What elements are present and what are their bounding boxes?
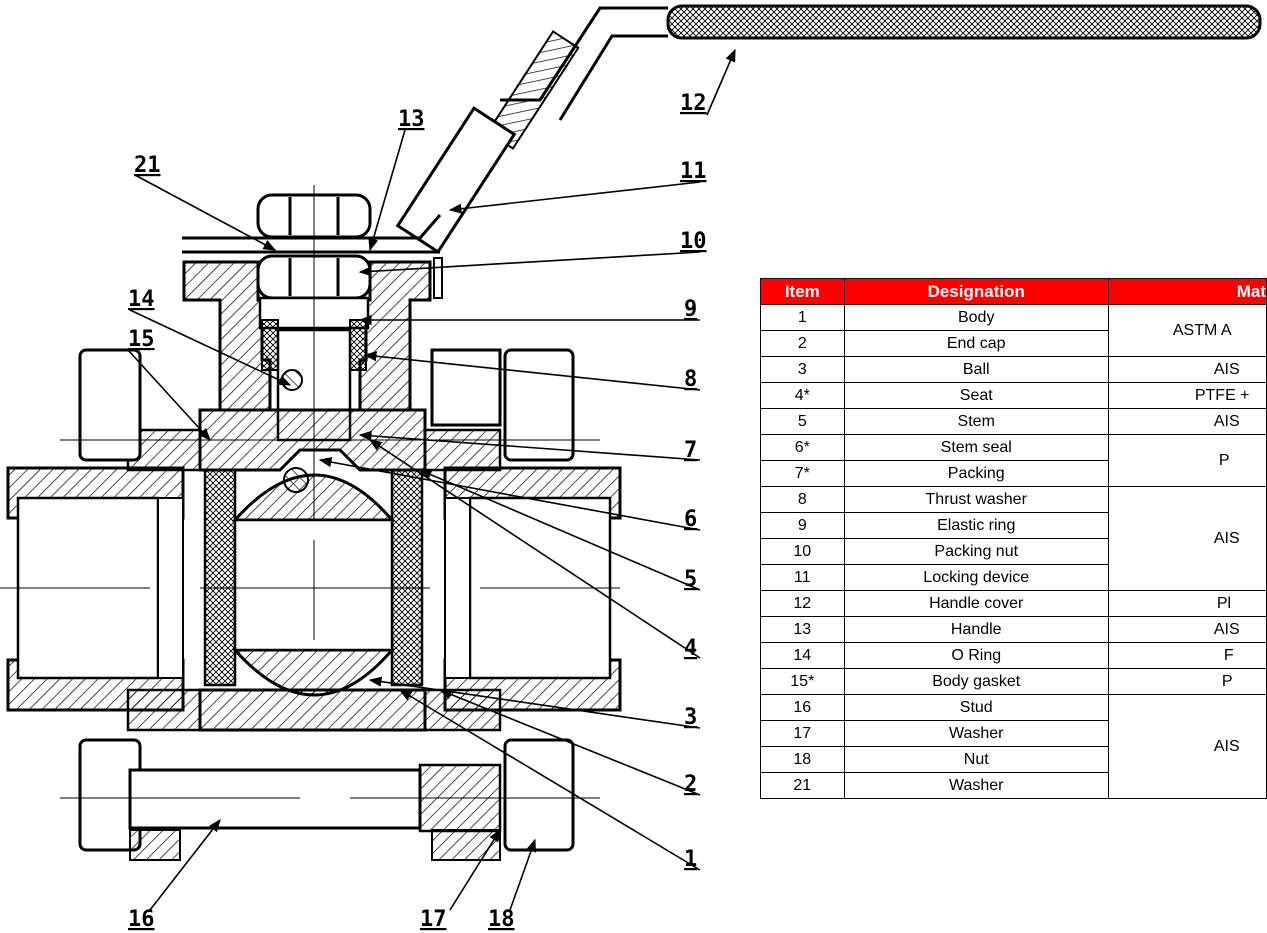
designation-cell: Washer: [843, 772, 1109, 799]
handle: [182, 4, 1262, 299]
item-cell: 21: [760, 772, 845, 799]
item-cell: 14: [760, 642, 845, 669]
designation-cell: Nut: [843, 746, 1109, 773]
designation-cell: Handle: [843, 616, 1109, 643]
material-cell: P: [1107, 434, 1267, 487]
leader-lines: [127, 48, 736, 911]
designation-cell: Ball: [843, 356, 1109, 383]
designation-cell: Body: [843, 304, 1109, 331]
material-cell: AIS: [1107, 486, 1267, 591]
callout-7: 7: [684, 438, 697, 463]
callout-11: 11: [680, 159, 707, 184]
item-cell: 17: [760, 720, 845, 747]
item-cell: 3: [760, 356, 845, 383]
designation-cell: O Ring: [843, 642, 1109, 669]
item-cell: 5: [760, 408, 845, 435]
callout-15: 15: [128, 327, 155, 352]
header-material: Mat: [1107, 278, 1267, 305]
callout-2: 2: [684, 772, 697, 797]
stud-bolt: [128, 763, 502, 861]
designation-cell: Stem seal: [843, 434, 1109, 461]
handle-cover: [666, 4, 1262, 40]
callout-1: 1: [684, 847, 697, 872]
item-cell: 18: [760, 746, 845, 773]
header-item: Item: [760, 278, 845, 305]
callout-10: 10: [680, 229, 707, 254]
callout-17: 17: [420, 907, 447, 932]
material-cell: F: [1107, 642, 1267, 669]
item-cell: 11: [760, 564, 845, 591]
callout-6: 6: [684, 507, 697, 532]
callout-3: 3: [684, 705, 697, 730]
designation-cell: Handle cover: [843, 590, 1109, 617]
item-cell: 15*: [760, 668, 845, 695]
callout-5: 5: [684, 567, 697, 592]
callout-18: 18: [488, 907, 515, 932]
designation-cell: Thrust washer: [843, 486, 1109, 513]
material-cell: Pl: [1107, 590, 1267, 617]
callout-9: 9: [684, 297, 697, 322]
designation-cell: Stud: [843, 694, 1109, 721]
item-cell: 16: [760, 694, 845, 721]
callout-16: 16: [128, 907, 155, 932]
material-cell: AIS: [1107, 694, 1267, 799]
item-cell: 10: [760, 538, 845, 565]
callout-labels: 1 2 3 4 5 6 7 8 9 10 11 12 13 14 15 16 1…: [128, 91, 707, 932]
end-cap-right: [430, 348, 622, 852]
header-designation: Designation: [843, 278, 1109, 305]
item-cell: 4*: [760, 382, 845, 409]
designation-cell: Locking device: [843, 564, 1109, 591]
table-header-row: Item Designation Mat: [760, 278, 1267, 305]
material-cell: AIS: [1107, 356, 1267, 383]
item-cell: 13: [760, 616, 845, 643]
material-cell: P: [1107, 668, 1267, 695]
callout-12: 12: [680, 91, 707, 116]
item-cell: 6*: [760, 434, 845, 461]
material-cell: AIS: [1107, 408, 1267, 435]
callout-14: 14: [128, 287, 155, 312]
designation-cell: Packing: [843, 460, 1109, 487]
end-cap-left: [6, 348, 185, 852]
designation-cell: Stem: [843, 408, 1109, 435]
designation-cell: Body gasket: [843, 668, 1109, 695]
designation-cell: End cap: [843, 330, 1109, 357]
material-cell: ASTM A: [1107, 304, 1267, 357]
callout-21: 21: [134, 153, 161, 178]
designation-cell: Elastic ring: [843, 512, 1109, 539]
material-cell: AIS: [1107, 616, 1267, 643]
item-cell: 8: [760, 486, 845, 513]
item-cell: 1: [760, 304, 845, 331]
callout-8: 8: [684, 367, 697, 392]
item-cell: 7*: [760, 460, 845, 487]
designation-cell: Washer: [843, 720, 1109, 747]
center-lines: [0, 185, 620, 799]
material-cell: PTFE +: [1107, 382, 1267, 409]
designation-cell: Packing nut: [843, 538, 1109, 565]
callout-13: 13: [398, 107, 425, 132]
designation-cell: Seat: [843, 382, 1109, 409]
callout-4: 4: [684, 636, 697, 661]
item-cell: 2: [760, 330, 845, 357]
item-cell: 9: [760, 512, 845, 539]
item-cell: 12: [760, 590, 845, 617]
